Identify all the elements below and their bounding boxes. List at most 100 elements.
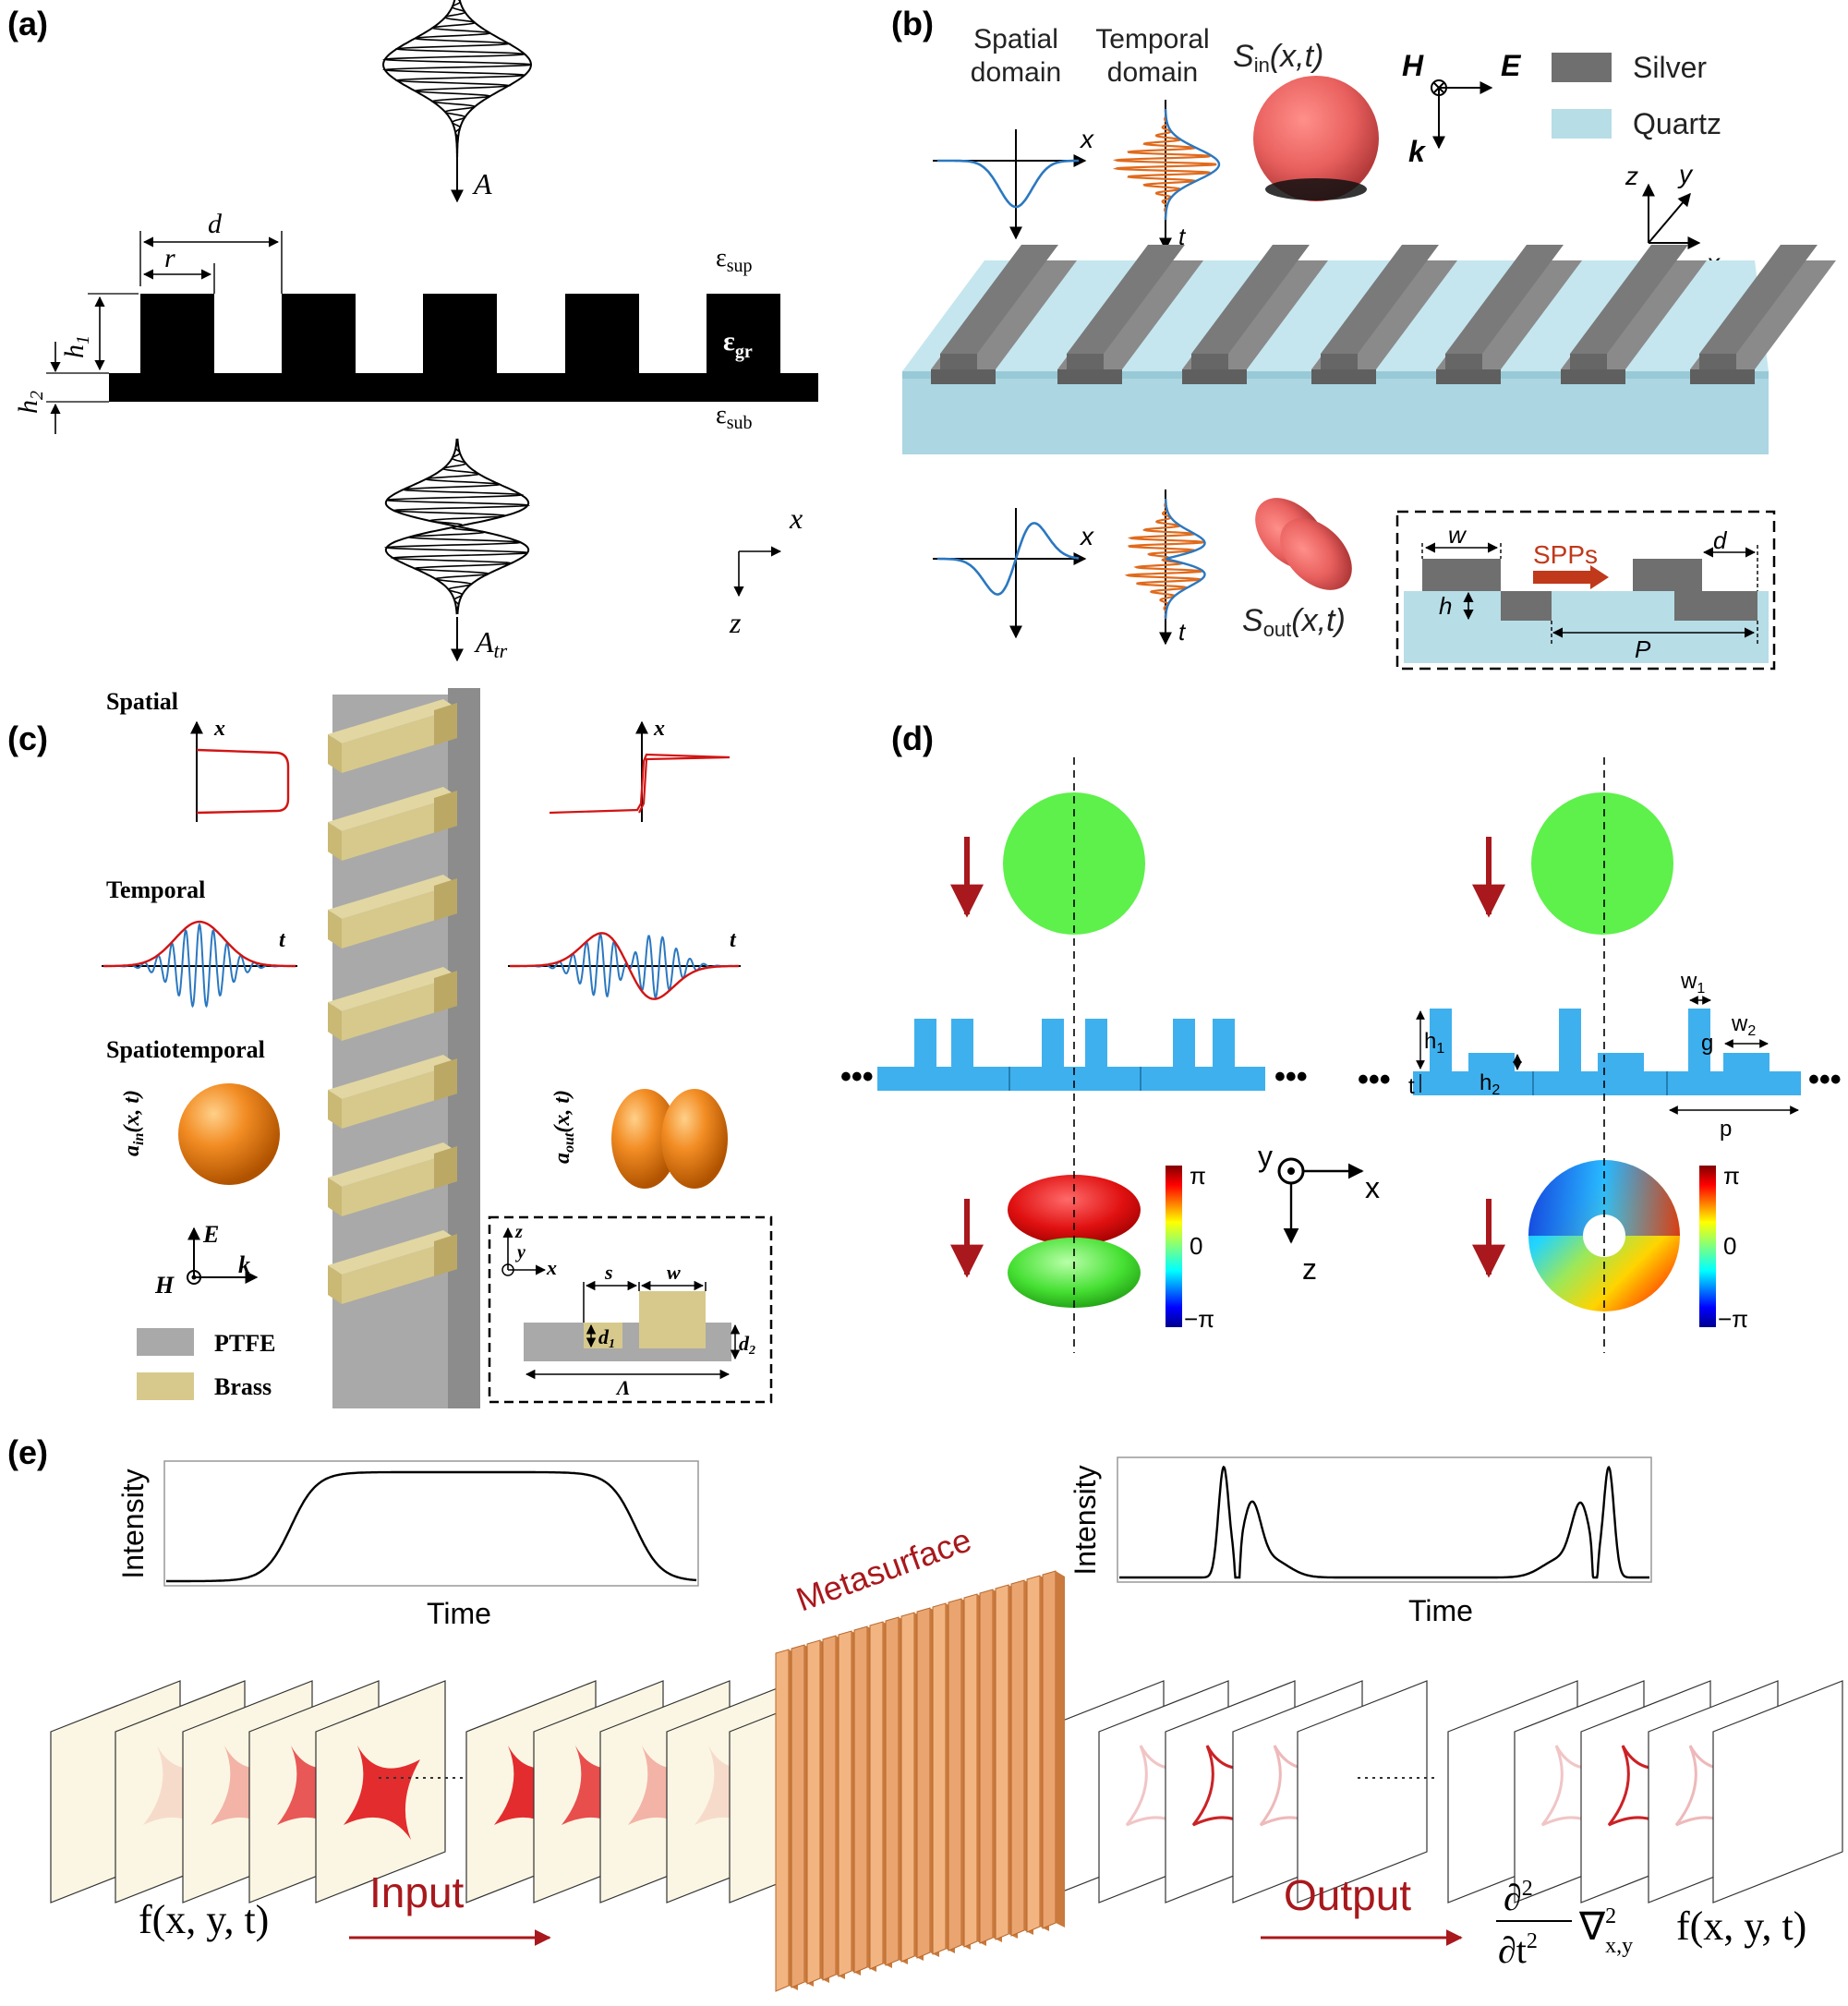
meta-slab-side bbox=[1056, 1571, 1065, 1927]
temporal-in-envelope bbox=[1164, 109, 1221, 220]
c-output-lobe bbox=[661, 1089, 728, 1189]
inset-p-label: P bbox=[1635, 635, 1651, 663]
legend-quartz-swatch bbox=[1552, 109, 1612, 139]
meta-slab bbox=[963, 1593, 978, 1948]
d-left-dots-l: ••• bbox=[840, 1059, 874, 1094]
d-lobe-green bbox=[1008, 1238, 1141, 1308]
field-h-label: H bbox=[1402, 49, 1424, 82]
brass-rib-top bbox=[328, 1142, 457, 1187]
legend-silver-swatch bbox=[1552, 53, 1612, 82]
silver-bar-front-top bbox=[1321, 354, 1358, 369]
brass-rib-side bbox=[328, 910, 342, 949]
meta-slab bbox=[979, 1589, 994, 1944]
brass-rib-side bbox=[328, 822, 342, 861]
silver-bar-front-top bbox=[1699, 354, 1736, 369]
brass-rib-front bbox=[342, 708, 457, 773]
inset-d-label: d bbox=[1713, 526, 1728, 554]
spps-label: SPPs bbox=[1533, 540, 1598, 569]
c-inset-d1: d1 bbox=[598, 1325, 615, 1351]
output-intensity-plot bbox=[1117, 1456, 1652, 1583]
brass-rib-top bbox=[328, 787, 457, 831]
meta-slab bbox=[900, 1612, 915, 1963]
d-dim-g: g bbox=[1701, 1031, 1713, 1056]
frame bbox=[1297, 1680, 1428, 1903]
legend-brass-swatch bbox=[137, 1372, 194, 1400]
silver-bar-front bbox=[1311, 369, 1376, 384]
silver-bar-front bbox=[1182, 369, 1247, 384]
temporal-domain-label: domain bbox=[1107, 57, 1198, 88]
silver-bar-top bbox=[1445, 245, 1564, 354]
silver-bar-top bbox=[1570, 245, 1688, 354]
dim-h1-label: h1 bbox=[59, 335, 93, 358]
silver-bar-top bbox=[940, 245, 1058, 354]
dim-h2-label: h2 bbox=[13, 391, 47, 414]
meta-slab bbox=[806, 1639, 821, 1985]
b-in-x-label: x bbox=[1079, 125, 1094, 153]
input-sphere bbox=[1253, 76, 1379, 201]
output-time-xlabel: Time bbox=[1408, 1594, 1473, 1627]
d-dim-t: t bbox=[1408, 1074, 1415, 1099]
silver-bar-front bbox=[1057, 369, 1122, 384]
d-axis-x: x bbox=[1365, 1171, 1380, 1204]
brass-rib-top bbox=[328, 1230, 457, 1275]
d-cb-right-bot: −π bbox=[1718, 1305, 1748, 1333]
silver-bar-front-top bbox=[1570, 354, 1607, 369]
c-spatial-out-curve bbox=[549, 753, 731, 815]
c-output-lobe bbox=[611, 1089, 678, 1189]
svg-text:∂t2: ∂t2 bbox=[1498, 1929, 1538, 1971]
c-temporal-in-carrier bbox=[103, 922, 296, 1009]
dim-d-label: d bbox=[208, 209, 223, 239]
brass-rib-step bbox=[434, 878, 457, 921]
brass-rib-step bbox=[434, 703, 457, 745]
d-right-input-beam bbox=[1531, 792, 1673, 935]
spatial-in-curve bbox=[937, 159, 1079, 209]
d-cb-left-mid: 0 bbox=[1190, 1232, 1202, 1260]
output-intensity-curve bbox=[1119, 1465, 1649, 1579]
brass-rib-step bbox=[434, 971, 457, 1013]
silver-bar-front-top bbox=[1445, 354, 1482, 369]
silver-bar-front bbox=[1690, 369, 1755, 384]
brass-rib-front bbox=[342, 796, 457, 861]
c-in-t-label: t bbox=[279, 928, 286, 952]
c-inset-d2: d2 bbox=[739, 1332, 755, 1358]
d-dim-p: p bbox=[1720, 1117, 1732, 1142]
temporal-out-envelope bbox=[1165, 499, 1206, 619]
brass-rib-front bbox=[342, 976, 457, 1041]
pulse-in-envelope bbox=[381, 0, 533, 157]
brass-rib-side bbox=[328, 1090, 342, 1129]
svg-text:∂2: ∂2 bbox=[1504, 1877, 1533, 1918]
meta-slab bbox=[1026, 1575, 1041, 1933]
d-dim-h2: h2 bbox=[1480, 1070, 1500, 1098]
d-left-structure bbox=[877, 1019, 1265, 1091]
meta-slab bbox=[853, 1625, 868, 1974]
brass-rib-top bbox=[328, 875, 457, 919]
svg-text:∇2x,y: ∇2x,y bbox=[1578, 1904, 1633, 1958]
silver-bars bbox=[931, 245, 1836, 384]
panel-b: (b) Spatial domain Temporal domain Sin(x… bbox=[891, 5, 1836, 671]
meta-slab bbox=[822, 1635, 837, 1981]
eps-sub-label: εsub bbox=[716, 401, 753, 433]
c-inset-z: z bbox=[514, 1222, 523, 1242]
spatial-out-curve bbox=[937, 522, 1080, 596]
input-intensity-ylabel: Intensity bbox=[116, 1468, 150, 1578]
brass-rib-front bbox=[342, 1064, 457, 1129]
d-dim-w1: w1 bbox=[1680, 969, 1705, 997]
brass-rib-top bbox=[328, 967, 457, 1011]
c-input-sphere bbox=[178, 1083, 280, 1185]
c-inset-lambda: Λ bbox=[615, 1376, 631, 1399]
silver-bar-top bbox=[1067, 245, 1185, 354]
meta-slab bbox=[869, 1621, 884, 1970]
d-dim-h1: h1 bbox=[1424, 1029, 1444, 1057]
d-axis-z: z bbox=[1302, 1252, 1317, 1286]
panel-e: (e) Intensity Time Intensity Time Metasu… bbox=[7, 1433, 1843, 1992]
d-right-dots-r: ••• bbox=[1808, 1062, 1842, 1097]
c-inset-s: s bbox=[604, 1261, 613, 1284]
brass-rib-side bbox=[328, 1002, 342, 1041]
temporal-label: Temporal bbox=[1095, 24, 1209, 54]
c-in-x-label: x bbox=[213, 717, 225, 741]
pulse-out-label: Atr bbox=[474, 625, 508, 662]
c-inset-w: w bbox=[667, 1261, 681, 1284]
b3d-z-label: z bbox=[1625, 162, 1638, 190]
silver-bar-front bbox=[1436, 369, 1501, 384]
